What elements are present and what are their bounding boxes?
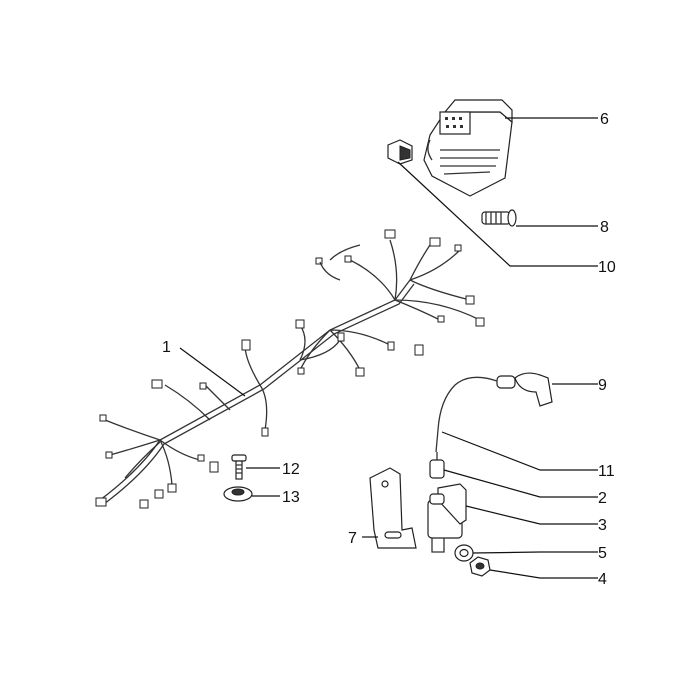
callout-11: 11 <box>598 463 615 480</box>
leader-3 <box>465 505 598 525</box>
callout-3: 3 <box>598 517 607 534</box>
callout-8: 8 <box>600 219 609 236</box>
callout-9: 9 <box>598 377 607 394</box>
bolt <box>231 454 247 480</box>
leader-11 <box>441 431 598 471</box>
callout-7: 7 <box>348 530 357 547</box>
callout-1: 1 <box>162 339 171 356</box>
grommet <box>223 486 253 502</box>
nut <box>469 556 491 577</box>
leader-2 <box>443 469 598 498</box>
control-unit <box>423 99 513 197</box>
leader-10 <box>397 161 598 267</box>
ht-lead <box>435 376 498 453</box>
callout-13: 13 <box>282 489 300 506</box>
callout-12: 12 <box>282 461 300 478</box>
ignition-coil <box>427 483 467 553</box>
leader-1 <box>179 347 246 397</box>
callout-4: 4 <box>598 571 607 588</box>
spark-plug-cap <box>496 372 553 407</box>
callout-2: 2 <box>598 490 607 507</box>
leader-lines <box>179 117 598 579</box>
callout-5: 5 <box>598 545 607 562</box>
callout-6: 6 <box>600 111 609 128</box>
clip <box>387 139 413 165</box>
leader-4 <box>489 569 598 579</box>
lead-connector <box>429 452 445 479</box>
callout-labels: 1 2 3 4 5 6 7 8 9 10 11 12 13 <box>162 111 616 588</box>
screw <box>481 209 517 227</box>
washer <box>454 544 474 562</box>
mounting-bracket <box>369 467 417 549</box>
wiring-harness <box>95 229 485 509</box>
leader-5 <box>472 551 598 554</box>
callout-10: 10 <box>598 259 616 276</box>
